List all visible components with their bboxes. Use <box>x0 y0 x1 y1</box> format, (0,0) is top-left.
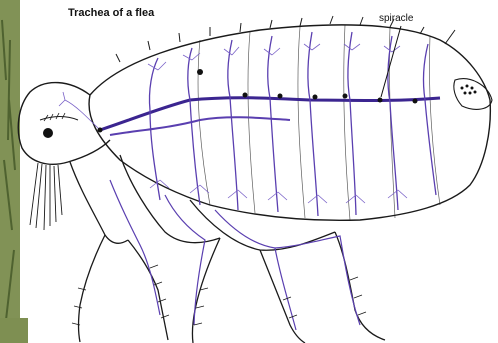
legs <box>70 155 385 343</box>
background-photo-edge <box>0 0 28 343</box>
leg-tracheae <box>110 180 360 330</box>
sensilium <box>454 79 492 110</box>
eye <box>43 128 53 138</box>
spiracle-label: spiracle <box>379 13 413 24</box>
leg-bristles <box>72 265 366 325</box>
head-outline <box>18 83 110 165</box>
abdomen-outline <box>89 25 490 220</box>
mouthparts <box>30 163 62 230</box>
spiracle-pointer <box>381 26 401 97</box>
segment-lines <box>198 25 440 220</box>
tracheal-system <box>59 32 440 216</box>
diagram-title: Trachea of a flea <box>68 7 154 19</box>
